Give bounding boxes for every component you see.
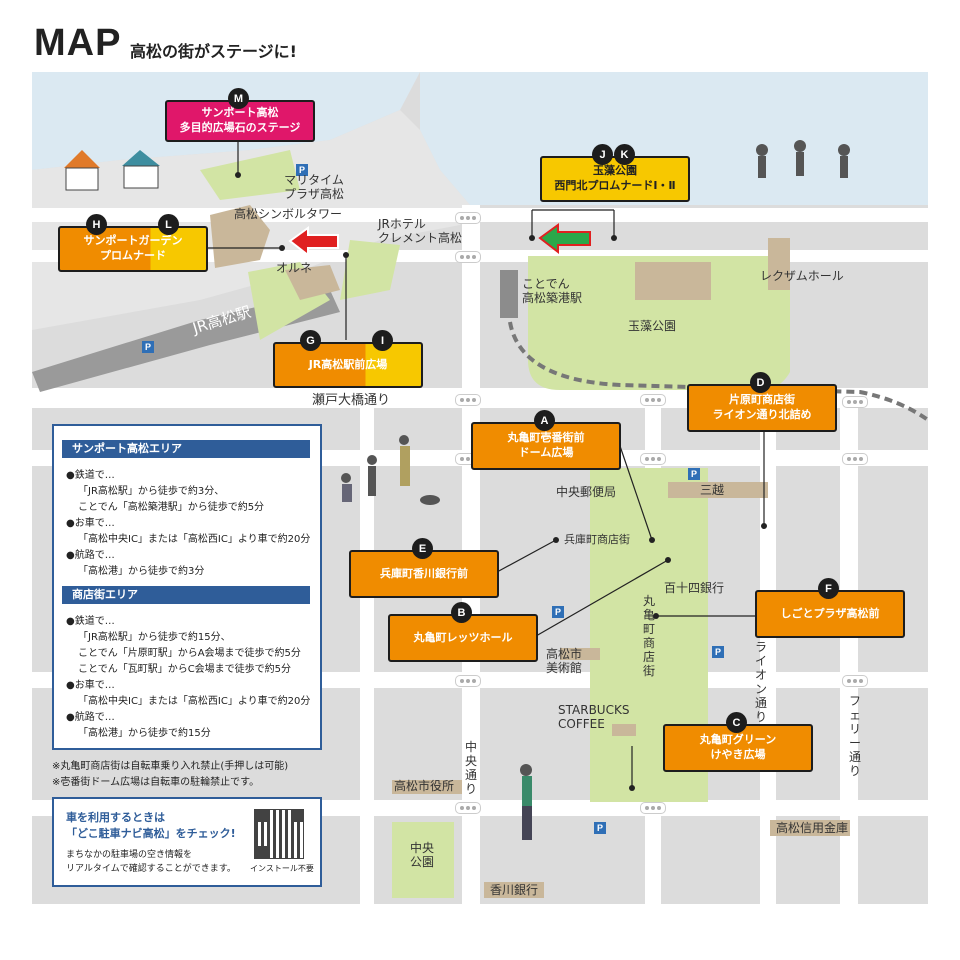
- venue-badge-B: B: [451, 602, 472, 623]
- map-title: MAP: [34, 22, 122, 64]
- sunport-line: ことでん「高松築港駅」から徒歩で約5分: [78, 502, 265, 513]
- map-subtitle: 高松の街がステージに!: [130, 42, 297, 61]
- venue-JK[interactable]: 玉藻公園 西門北プロムナードⅠ・Ⅱ: [540, 156, 690, 202]
- crossing-marker: [455, 675, 481, 687]
- kotoden-platform: [500, 270, 518, 318]
- venue-badge-I: I: [372, 330, 393, 351]
- label-jr-hotel: JRホテル クレメント高松: [378, 217, 463, 245]
- crossing-marker: [842, 453, 868, 465]
- label-maritime-plaza: マリタイム プラザ高松: [284, 173, 345, 201]
- label-lion-street: ライオン通り: [754, 640, 767, 724]
- shotengai-line: 「高松中央IC」または「高松西IC」より車で約20分: [78, 696, 311, 707]
- qr-caption: インストール不要: [250, 864, 314, 873]
- arrow-green: [538, 223, 591, 255]
- parking-icon: P: [594, 822, 606, 834]
- car-line-3: まちなかの駐車場の空き情報を: [66, 850, 193, 860]
- crossing-marker: [640, 802, 666, 814]
- note-bicycle: ※丸亀町商店街は自転車乗り入れ禁止(手押しは可能): [52, 761, 289, 772]
- crossing-marker: [455, 251, 481, 263]
- label-ferry-street: フェリー通り: [848, 694, 861, 778]
- label-marugame-shotengai: 丸亀町商店街: [642, 594, 655, 678]
- label-hyogomachi: 兵庫町商店街: [564, 533, 630, 546]
- venue-badge-D: D: [750, 372, 771, 393]
- shotengai-line: ●お車で…: [66, 680, 115, 691]
- sunport-line: ●鉄道で…: [66, 470, 115, 481]
- shotengai-line: ことでん「瓦町駅」からC会場まで徒歩で約5分: [78, 664, 292, 675]
- crossing-marker: [455, 802, 481, 814]
- sunport-line: 「高松港」から徒歩で約3分: [78, 566, 205, 577]
- shotengai-line: 「高松港」から徒歩で約15分: [78, 728, 211, 739]
- shotengai-line: ●航路で…: [66, 712, 115, 723]
- qr-code-icon[interactable]: [254, 809, 304, 859]
- label-starbucks: STARBUCKS COFFEE: [558, 703, 630, 731]
- label-kotoden-station: ことでん 高松築港駅: [522, 277, 583, 305]
- crossing-marker: [640, 453, 666, 465]
- sunport-line: 「高松中央IC」または「高松西IC」より車で約20分: [78, 534, 311, 545]
- venue-GI[interactable]: JR高松駅前広場: [273, 342, 423, 388]
- label-city-hall: 高松市役所: [394, 779, 455, 793]
- crossing-marker: [640, 394, 666, 406]
- label-chuo-street: 中央通り: [464, 740, 477, 796]
- car-info-box: 車を利用するときは 「どこ駐車ナビ高松」をチェック! まちなかの駐車場の空き情報…: [52, 797, 322, 887]
- shotengai-line: ことでん「片原町駅」からA会場まで徒歩で約5分: [78, 648, 301, 659]
- venue-badge-L: L: [158, 214, 179, 235]
- venue-badge-F: F: [818, 578, 839, 599]
- venue-badge-E: E: [412, 538, 433, 559]
- shotengai-heading: 商店街エリア: [62, 586, 310, 604]
- sunport-line: 「JR高松駅」から徒歩で約3分、: [78, 486, 225, 497]
- label-setoohashi-street: 瀬戸大橋通り: [312, 393, 391, 408]
- label-art-museum: 高松市 美術館: [546, 647, 583, 675]
- venue-badge-C: C: [726, 712, 747, 733]
- venue-badge-A: A: [534, 410, 555, 431]
- parking-icon: P: [688, 468, 700, 480]
- buildings: [210, 205, 850, 898]
- access-info-box: サンポート高松エリア ●鉄道で… 「JR高松駅」から徒歩で約3分、 ことでん「高…: [52, 424, 322, 750]
- label-rexam-hall: レクザムホール: [760, 269, 844, 283]
- parking-icon: P: [296, 164, 308, 176]
- leader-dots: [235, 172, 767, 791]
- leader-lines: [205, 140, 765, 788]
- parking-icon: P: [142, 341, 154, 353]
- parking-icon: P: [712, 646, 724, 658]
- tent-illustration: [64, 150, 160, 191]
- label-mitsukoshi: 三越: [700, 483, 725, 497]
- crossing-marker: [842, 396, 868, 408]
- sunport-line: ●航路で…: [66, 550, 115, 561]
- venue-badge-H: H: [86, 214, 107, 235]
- sunport-heading: サンポート高松エリア: [62, 440, 310, 458]
- car-line-4: リアルタイムで確認することができます。: [66, 864, 236, 874]
- label-tamamo-park: 玉藻公園: [628, 319, 677, 333]
- parking-icon: P: [552, 606, 564, 618]
- kotoden-line: [508, 321, 930, 422]
- venue-badge-G: G: [300, 330, 321, 351]
- label-hyakujushi: 百十四銀行: [664, 581, 725, 595]
- car-line-1: 車を利用するときは: [66, 811, 165, 824]
- venue-badge-M: M: [228, 88, 249, 109]
- venue-HL[interactable]: サンポートガーデン プロムナード: [58, 226, 208, 272]
- crossing-marker: [455, 394, 481, 406]
- label-orune: オルネ: [276, 261, 313, 275]
- crossing-marker: [455, 212, 481, 224]
- label-kagawa-bank: 香川銀行: [490, 883, 539, 897]
- label-chuo-park: 中央 公園: [410, 841, 435, 869]
- shotengai-line: ●鉄道で…: [66, 616, 115, 627]
- sunport-line: ●お車で…: [66, 518, 115, 529]
- note-parking: ※壱番街ドーム広場は自転車の駐輪禁止です。: [52, 777, 260, 788]
- venue-badge-K: K: [614, 144, 635, 165]
- label-central-post: 中央郵便局: [556, 485, 617, 499]
- people-illustrations: [341, 140, 850, 840]
- shotengai-line: 「JR高松駅」から徒歩で約15分、: [78, 632, 231, 643]
- crossing-marker: [842, 675, 868, 687]
- car-line-2: 「どこ駐車ナビ高松」をチェック!: [66, 827, 236, 840]
- label-symbol-tower: 高松シンボルタワー: [234, 207, 343, 221]
- label-shinkin-bank: 高松信用金庫: [776, 821, 849, 835]
- arrow-red: [288, 226, 339, 258]
- venue-badge-J: J: [592, 144, 613, 165]
